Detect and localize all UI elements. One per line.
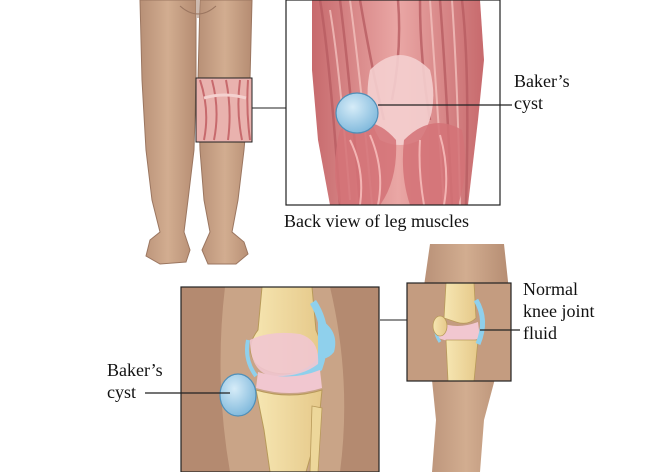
bakers-cyst-bottom: [219, 373, 257, 417]
cyst-top-label-line2: cyst: [514, 93, 543, 113]
knee-panel-frame: [180, 286, 380, 472]
left-leg: [139, 0, 197, 265]
diagram-caption: Back view of leg muscles: [284, 211, 469, 231]
cyst-bottom-label: Baker’s cyst: [107, 359, 163, 403]
knee-joint-panel: [181, 287, 379, 472]
muscle-detail-panel: [286, 0, 500, 205]
side-detail-box: [406, 282, 512, 382]
leg-side-view: [406, 244, 520, 472]
cyst-bottom-label-line1: Baker’s: [107, 360, 163, 380]
normal-fluid-label-line3: fluid: [523, 323, 557, 343]
legs-back-view: [139, 0, 286, 265]
cyst-top-label: Baker’s cyst: [514, 70, 570, 114]
normal-fluid-label-line2: knee joint: [523, 301, 595, 321]
normal-fluid-label: Normal knee joint fluid: [523, 278, 594, 344]
muscle-panel-frame: [285, 0, 501, 206]
knee-detail-box: [195, 77, 253, 143]
bakers-cyst-top: [335, 92, 379, 134]
normal-fluid-label-line1: Normal: [523, 279, 578, 299]
cyst-top-label-line1: Baker’s: [514, 71, 570, 91]
cyst-bottom-label-line2: cyst: [107, 382, 136, 402]
